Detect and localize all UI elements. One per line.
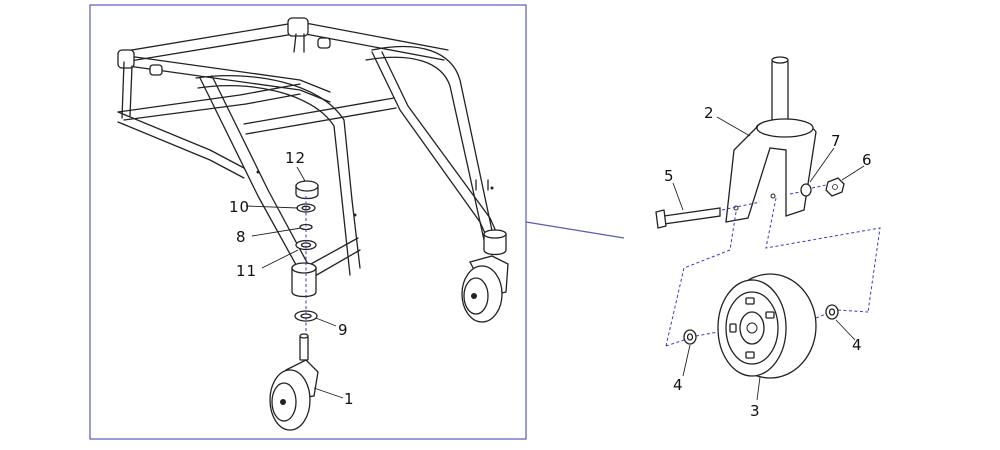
callout-7: 8 [236, 228, 247, 246]
leader-lines [245, 116, 865, 401]
callout-6: 7 [831, 132, 842, 150]
detail-connector-line [525, 221, 625, 239]
right-exploded-caster [655, 56, 881, 379]
left-exploded-stack [294, 180, 319, 340]
callout-11: 11 [236, 262, 257, 280]
callout-3: 3 [750, 402, 761, 420]
callout-5: 5 [664, 167, 675, 185]
callout-4-right: 4 [852, 336, 863, 354]
callout-12: 12 [285, 149, 306, 167]
part-5-bolt [663, 207, 721, 225]
callout-1: 1 [344, 390, 355, 408]
callout-8: 6 [862, 151, 873, 169]
walker-frame [117, 17, 509, 323]
part-6-washer [800, 183, 812, 197]
callout-2: 2 [704, 104, 715, 122]
callout-9: 10 [229, 198, 250, 216]
callout-4-left: 4 [673, 376, 684, 394]
part-2-fork-stem [771, 59, 789, 123]
callout-labels: 12 10 8 11 9 1 2 7 6 5 4 4 3 [229, 104, 873, 420]
part-1-caster [269, 333, 319, 431]
callout-10: 9 [338, 321, 349, 339]
